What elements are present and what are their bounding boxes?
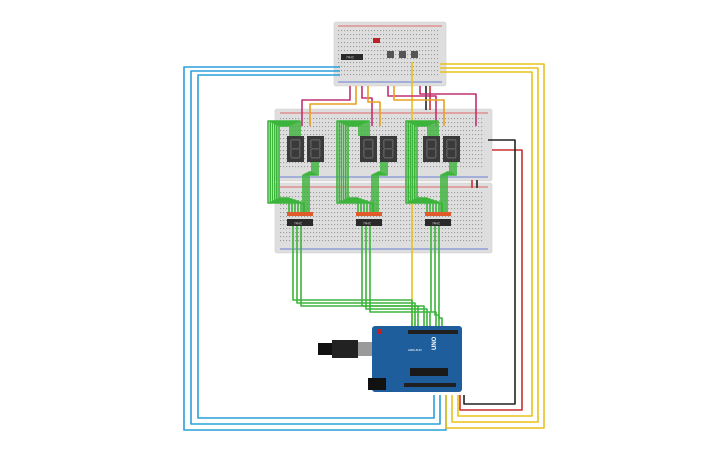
seven-segment-display-3 [423,136,460,162]
shift-register-1-label: 74HC [294,222,303,226]
arduino-uno-board[interactable]: UNO ARDUINO [368,326,462,392]
digital-header [408,330,458,334]
uno-model: ARDUINO [408,348,423,352]
push-buttons[interactable] [387,51,418,58]
seven-segment-display-2 [360,136,397,162]
push-button-2[interactable] [399,51,406,58]
push-button-1[interactable] [387,51,394,58]
shift-register-2[interactable]: 74HC [356,219,382,226]
green-wires [267,120,457,330]
shift-register-3[interactable]: 74HC [425,219,451,226]
red-component[interactable] [373,38,380,43]
usb-cable [318,340,380,358]
power-wires [425,86,523,411]
analog-header [404,383,456,387]
reset-button[interactable] [377,329,382,334]
yellow-wires [411,62,545,429]
signal-wires-top [301,86,477,126]
resistor-arrays [287,212,451,216]
controller-chip[interactable]: 74HC [341,54,363,60]
power-jack [368,378,386,390]
shift-register-2-label: 74HC [363,222,372,226]
shift-register-1[interactable]: 74HC [287,219,313,226]
push-button-3[interactable] [411,51,418,58]
uno-brand: UNO [432,336,438,350]
seven-segment-displays [287,136,460,162]
seven-segment-display-1 [287,136,324,162]
controller-chip-label: 74HC [346,56,355,60]
shift-register-3-label: 74HC [432,222,441,226]
atmega-chip [410,368,448,376]
